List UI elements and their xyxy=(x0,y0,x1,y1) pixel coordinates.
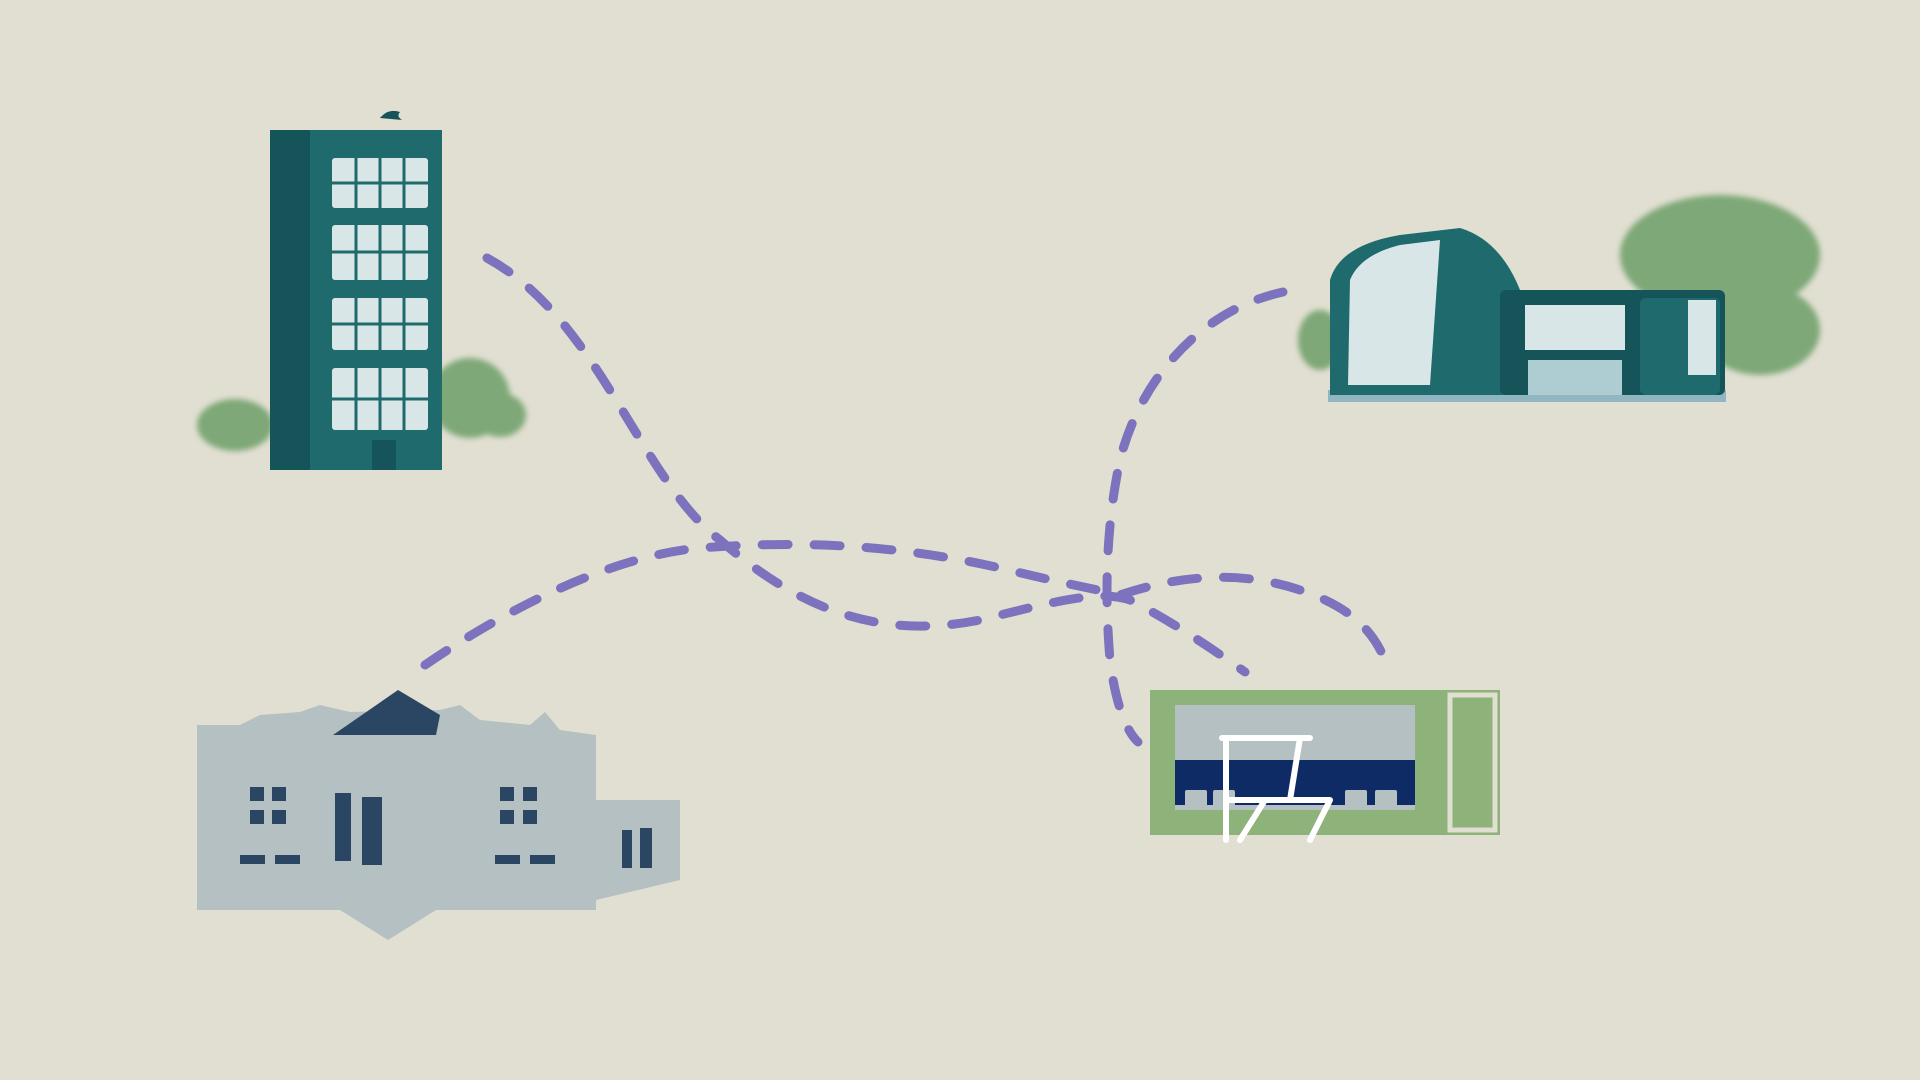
tower-door xyxy=(372,440,396,470)
pavilion-wing-window-lower xyxy=(1528,360,1622,395)
shop-display xyxy=(1150,690,1500,840)
pavilion-wing-window xyxy=(1525,305,1625,350)
pavilion-side-glass xyxy=(1688,300,1716,375)
